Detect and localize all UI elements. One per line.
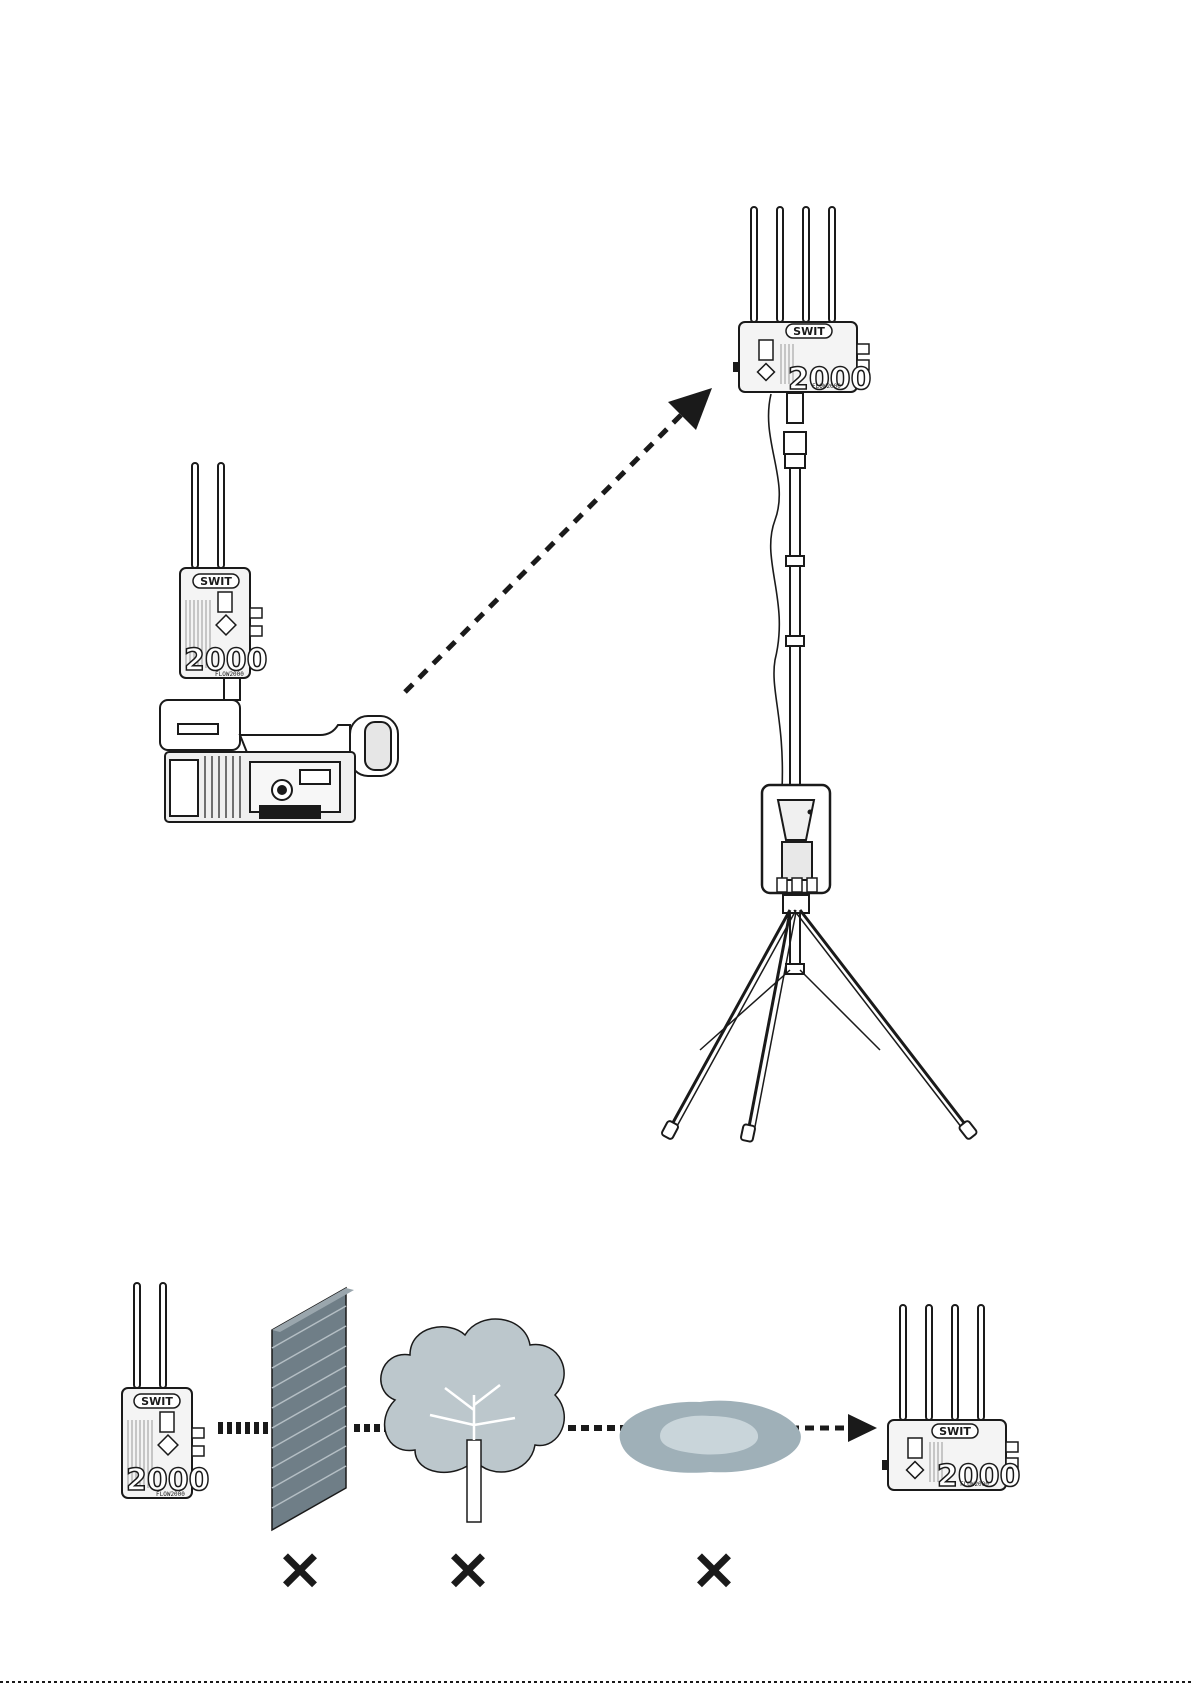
logo-text: SWIT [141, 1395, 173, 1408]
arrow-head-icon [848, 1414, 877, 1442]
not-allowed-icon: ✕ [691, 1542, 736, 1602]
model-name-text: FLOW2000 [215, 671, 244, 678]
top-signal-path [405, 388, 712, 692]
logo-text: SWIT [200, 575, 232, 588]
logo-text: SWIT [939, 1425, 971, 1438]
water [620, 1401, 801, 1473]
bottom-transmitter-unit: SWIT 2000 FLOW2000 [122, 1283, 210, 1498]
bottom-receiver-unit: SWIT 2000 FLOW2000 [882, 1305, 1021, 1494]
light-stand [661, 393, 978, 1142]
brick-wall [272, 1288, 354, 1530]
not-allowed-icon: ✕ [277, 1542, 322, 1602]
model-number-text: 2000 [937, 1459, 1021, 1494]
top-transmitter-unit: SWIT 2000 FLOW2000 [180, 463, 268, 678]
model-number-text: 2000 [788, 362, 872, 397]
model-name-text: FLOW2000 [156, 1491, 185, 1498]
tree [381, 1319, 564, 1522]
model-name-text: FLOW2000 [960, 1481, 989, 1488]
model-name-text: FLOW2000 [812, 383, 841, 390]
not-allowed-icon: ✕ [445, 1542, 490, 1602]
logo-text: SWIT [793, 325, 825, 338]
top-receiver-unit: SWIT 2000 FLOW2000 [733, 207, 872, 397]
camcorder [160, 678, 398, 822]
